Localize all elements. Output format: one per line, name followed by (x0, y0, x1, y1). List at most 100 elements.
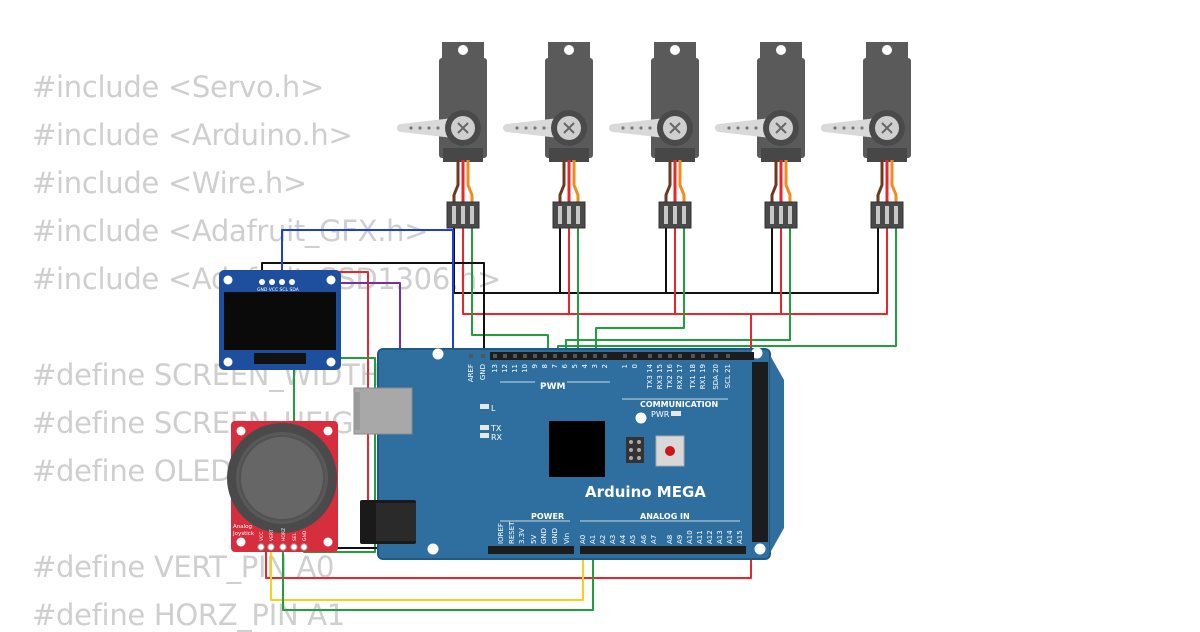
pin-label: 8 (541, 364, 549, 368)
pin-label: GND (479, 364, 487, 380)
usb-port (353, 387, 413, 435)
wire (282, 548, 594, 611)
servo-motor[interactable] (715, 42, 805, 229)
pin-hole (503, 354, 507, 358)
joystick-pin-label: VCC (259, 532, 265, 541)
pin-label: AREF (467, 364, 475, 382)
side-header (752, 362, 768, 542)
servo-motor[interactable] (503, 42, 593, 229)
code-line: #define SCREEN_WIDTH (32, 358, 381, 392)
oled-screen (224, 292, 336, 350)
pin-label: 7 (551, 364, 559, 368)
communication-label: COMMUNICATION (640, 400, 718, 409)
mount-hole (754, 543, 766, 555)
pin-hole (726, 354, 730, 358)
led-tx-icon (480, 425, 489, 430)
code-line: #define HORZ_PIN A1 (32, 598, 345, 632)
wire (471, 228, 549, 352)
code-line: #include <Wire.h> (32, 166, 307, 200)
pin-label: TX2 16 (666, 363, 674, 389)
joystick-pin (300, 543, 308, 551)
oled-display[interactable]: GND VCC SCL SDA (219, 270, 341, 370)
pin-label: A5 (629, 535, 637, 544)
pin-label: RX3 15 (656, 364, 664, 389)
joystick-label-2: Joystick (232, 531, 255, 537)
power-header (488, 546, 574, 554)
led-l-icon (480, 404, 489, 409)
pin-label: 11 (511, 364, 519, 373)
mount-hole (432, 348, 444, 360)
wire (557, 228, 897, 352)
joystick-knob[interactable] (239, 435, 325, 521)
pin-label: A6 (640, 534, 648, 544)
pin-label: 6 (561, 363, 569, 368)
power-label: POWER (531, 512, 564, 521)
pin-hole (563, 354, 567, 358)
pin-hole (583, 354, 587, 358)
pin-label: Vin (563, 533, 571, 544)
wire (270, 548, 584, 601)
wire (565, 228, 791, 352)
board-title: Arduino MEGA (585, 483, 706, 501)
pin-hole (469, 354, 473, 358)
pin-label: A14 (726, 530, 734, 544)
pin-hole (678, 354, 682, 358)
pin-label: SCL 21 (724, 364, 732, 388)
servo-motor[interactable] (821, 42, 911, 229)
pin-label: 1 (621, 364, 629, 368)
pin-label: A12 (706, 530, 714, 544)
pin-label: GND (540, 528, 548, 544)
mount-hole (751, 347, 763, 359)
joystick-pin-label: GND (302, 530, 308, 541)
oled-pin-labels: GND VCC SCL SDA (257, 287, 300, 293)
mount-hole (635, 412, 647, 424)
pin-label: A8 (666, 535, 674, 544)
servo-motor[interactable] (397, 42, 487, 229)
analog-header (580, 546, 746, 554)
pin-label: TX1 18 (689, 364, 697, 390)
led-pwr-label: PWR (651, 410, 670, 419)
joystick-pin-label: VERT (269, 529, 275, 541)
icsp-header (626, 437, 644, 463)
pin-label: RX2 17 (676, 364, 684, 389)
joystick-pin (279, 543, 287, 551)
pin-hole (593, 354, 597, 358)
mount-hole (427, 543, 439, 555)
pin-label: RX1 19 (699, 364, 707, 389)
pin-label: RESET (508, 521, 516, 544)
pin-label: 13 (491, 364, 499, 373)
pin-label: A2 (599, 535, 607, 544)
pin-label: A10 (686, 530, 694, 544)
code-line: #include <Servo.h> (32, 70, 324, 104)
pin-label: 5 (571, 364, 579, 368)
pin-label: A13 (716, 530, 724, 544)
pin-hole (493, 354, 497, 358)
pin-label: 5V (530, 535, 538, 544)
joystick-pin (257, 543, 265, 551)
pin-hole (714, 354, 718, 358)
digital-header (490, 352, 754, 360)
joystick-pin (290, 543, 298, 551)
wire (281, 229, 454, 352)
led-rx-label: RX (491, 433, 503, 442)
joystick-pin-label: HORZ (281, 528, 287, 541)
servo-motor[interactable] (609, 42, 699, 229)
pin-label: A4 (619, 534, 627, 544)
pin-label: 0 (631, 364, 639, 368)
pin-hole (648, 354, 652, 358)
pin-label: A1 (589, 535, 597, 544)
pin-label: 3.3V (518, 528, 526, 544)
pin-hole (573, 354, 577, 358)
pin-hole (513, 354, 517, 358)
pin-label: A15 (736, 530, 744, 544)
code-line: #include <Arduino.h> (32, 118, 353, 152)
joystick-label: Analog (233, 524, 252, 530)
pin-hole (701, 354, 705, 358)
pin-label: A9 (676, 535, 684, 544)
